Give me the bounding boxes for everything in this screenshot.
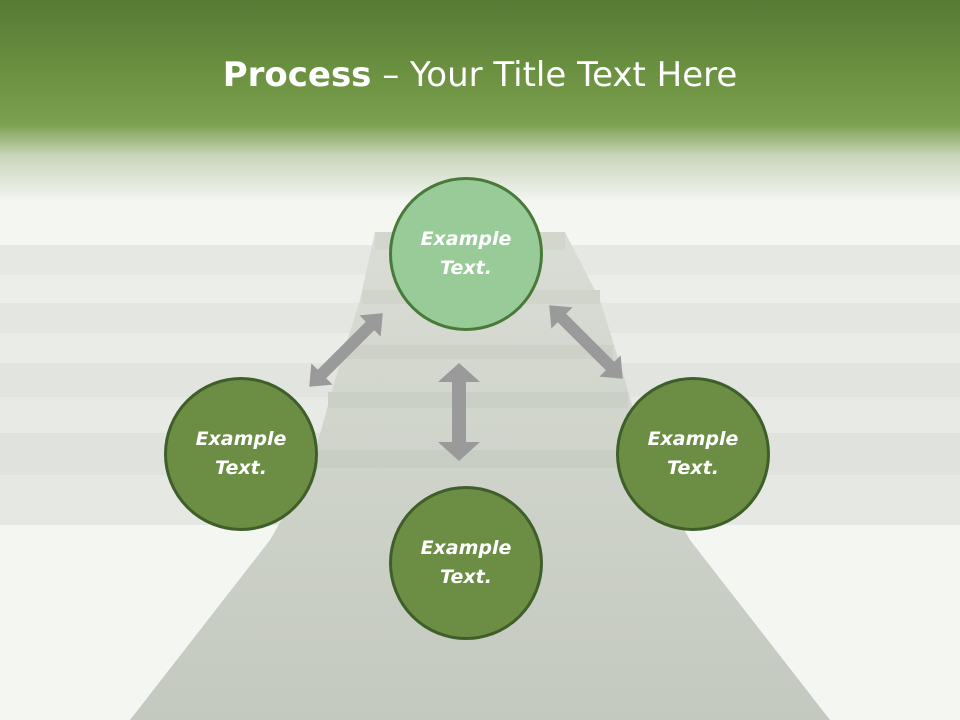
node-text-line1: Example [420, 228, 512, 250]
double-arrow-upper-right [549, 305, 623, 379]
node-text-line2: Text. [215, 457, 267, 479]
node-text-line1: Example [420, 537, 512, 559]
title-bold: Process [222, 55, 372, 95]
node-text-line2: Text. [667, 457, 719, 479]
node-text-line2: Text. [440, 566, 492, 588]
header-band [0, 0, 960, 200]
slide-title: Process – Your Title Text Here [0, 52, 960, 98]
node-text-line2: Text. [440, 257, 492, 279]
node-text-line1: Example [647, 428, 739, 450]
double-arrow-vertical [438, 363, 480, 461]
double-arrow-upper-left [309, 313, 383, 387]
title-rest: – Your Title Text Here [371, 55, 738, 95]
node-text-line1: Example [195, 428, 287, 450]
